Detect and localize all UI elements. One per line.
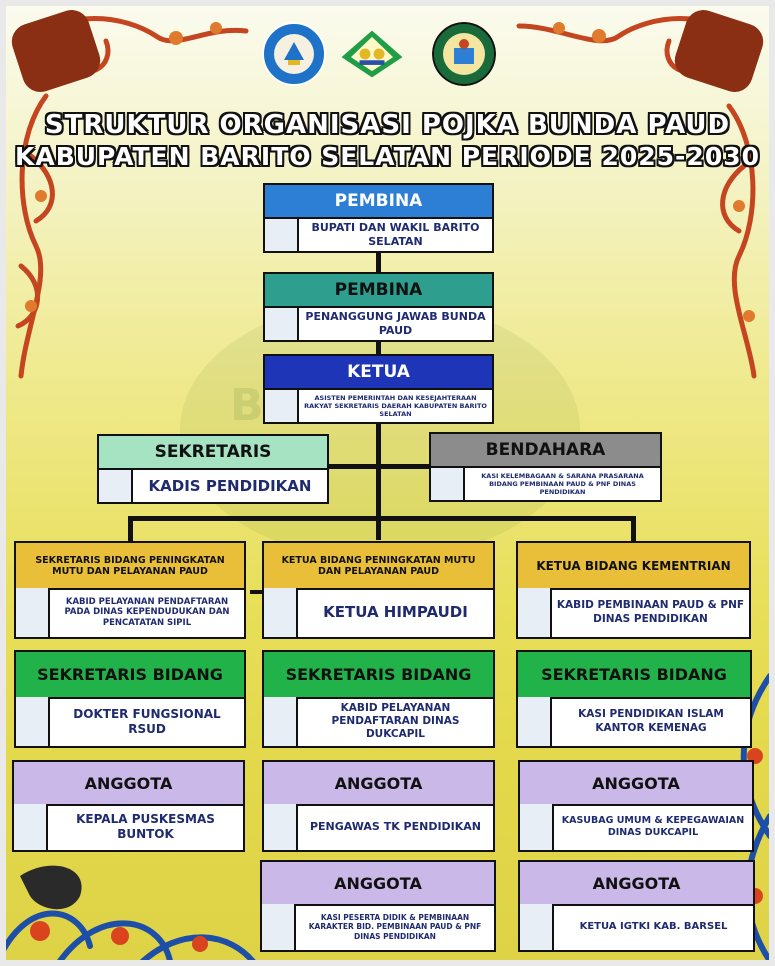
chart-title-line1: STRUKTUR ORGANISASI POJKA BUNDA PAUD bbox=[44, 110, 731, 140]
node-marker bbox=[520, 804, 554, 850]
node-title: SEKRETARIS BIDANG bbox=[16, 652, 244, 699]
node-marker bbox=[16, 697, 50, 746]
node-col3-anggota-2: ANGGOTA KETUA IGTKI KAB. BARSEL bbox=[518, 860, 755, 952]
chart-title-line2: KABUPATEN BARITO SELATAN PERIODE 2025-20… bbox=[14, 142, 760, 171]
node-marker bbox=[520, 904, 554, 950]
node-marker bbox=[518, 588, 552, 637]
node-title: SEKRETARIS bbox=[99, 436, 327, 470]
node-marker bbox=[16, 588, 50, 637]
node-body: PENGAWAS TK PENDIDIKAN bbox=[309, 820, 482, 834]
node-col2-anggota-2: ANGGOTA KASI PESERTA DIDIK & PEMBINAAN K… bbox=[260, 860, 496, 952]
node-body: KABID PELAYANAN PENDAFTARAN PADA DINAS K… bbox=[64, 596, 230, 628]
connector-bidang-bar bbox=[128, 516, 636, 521]
node-body: DOKTER FUNGSIONAL RSUD bbox=[73, 706, 221, 736]
node-col1-sekretaris-bidang-mutu: SEKRETARIS BIDANG PENINGKATAN MUTU DAN P… bbox=[14, 541, 246, 639]
node-marker bbox=[14, 804, 48, 850]
node-title: ANGGOTA bbox=[520, 762, 752, 806]
connector-col3-drop bbox=[631, 516, 636, 542]
node-title: ANGGOTA bbox=[14, 762, 243, 806]
node-marker bbox=[99, 470, 133, 502]
node-pembina-bupati: PEMBINA BUPATI DAN WAKIL BARITO SELATAN bbox=[263, 183, 494, 253]
node-title: SEKRETARIS BIDANG bbox=[518, 652, 750, 699]
node-marker bbox=[262, 904, 296, 950]
node-marker bbox=[264, 697, 298, 746]
node-title: KETUA BIDANG PENINGKATAN MUTU DAN PELAYA… bbox=[264, 543, 493, 590]
node-body: KETUA HIMPAUDI bbox=[323, 603, 468, 622]
node-marker bbox=[431, 468, 465, 500]
node-col3-anggota-1: ANGGOTA KASUBAG UMUM & KEPEGAWAIAN DINAS… bbox=[518, 760, 754, 852]
node-title: KETUA bbox=[265, 356, 492, 390]
node-marker bbox=[518, 697, 552, 746]
node-body: KASUBAG UMUM & KEPEGAWAIAN DINAS DUKCAPI… bbox=[561, 815, 745, 838]
paud-logo bbox=[341, 30, 403, 78]
node-marker bbox=[265, 308, 299, 340]
node-marker bbox=[264, 588, 298, 637]
connector-columns-rail bbox=[250, 590, 262, 594]
node-marker bbox=[264, 804, 298, 850]
tut-wuri-handayani-logo bbox=[262, 22, 326, 86]
connector-col1-drop bbox=[128, 516, 133, 542]
node-col2-ketua-bidang-mutu: KETUA BIDANG PENINGKATAN MUTU DAN PELAYA… bbox=[262, 541, 495, 639]
node-col3-sekretaris-bidang: SEKRETARIS BIDANG KASI PENDIDIKAN ISLAM … bbox=[516, 650, 752, 748]
node-body: KABID PEMBINAAN PAUD & PNF DINAS PENDIDI… bbox=[556, 599, 745, 625]
node-col1-sekretaris-bidang: SEKRETARIS BIDANG DOKTER FUNGSIONAL RSUD bbox=[14, 650, 246, 748]
node-sekretaris: SEKRETARIS KADIS PENDIDIKAN bbox=[97, 434, 329, 504]
node-col2-anggota-1: ANGGOTA PENGAWAS TK PENDIDIKAN bbox=[262, 760, 495, 852]
node-body: KASI PESERTA DIDIK & PEMBINAAN KARAKTER … bbox=[308, 912, 482, 941]
node-col3-ketua-bidang-kementrian: KETUA BIDANG KEMENTRIAN KABID PEMBINAAN … bbox=[516, 541, 751, 639]
node-title: ANGGOTA bbox=[520, 862, 753, 906]
node-marker bbox=[265, 219, 299, 251]
connector-sek-bend bbox=[160, 464, 540, 469]
node-body: BUPATI DAN WAKIL BARITO SELATAN bbox=[311, 221, 480, 248]
node-title: PEMBINA bbox=[265, 274, 492, 308]
top-left-ornament bbox=[11, 10, 249, 379]
pokja-barito-selatan-logo bbox=[432, 22, 496, 86]
node-body: KASI KELEMBAGAAN & SARANA PRASARANA BIDA… bbox=[481, 471, 644, 497]
node-body: KADIS PENDIDIKAN bbox=[148, 476, 312, 495]
node-pembina-penanggung-jawab: PEMBINA PENANGGUNG JAWAB BUNDA PAUD bbox=[263, 272, 494, 342]
bottom-left-ornament bbox=[0, 865, 258, 966]
node-body: PENANGGUNG JAWAB BUNDA PAUD bbox=[305, 310, 486, 337]
node-title: KETUA BIDANG KEMENTRIAN bbox=[518, 543, 749, 590]
node-body: KASI PENDIDIKAN ISLAM KANTOR KEMENAG bbox=[578, 708, 724, 734]
node-bendahara: BENDAHARA KASI KELEMBAGAAN & SARANA PRAS… bbox=[429, 432, 662, 502]
top-right-ornament bbox=[516, 10, 764, 379]
node-body: ASISTEN PEMERINTAH DAN KESEJAHTERAAN RAK… bbox=[304, 393, 487, 419]
node-title: SEKRETARIS BIDANG PENINGKATAN MUTU DAN P… bbox=[16, 543, 244, 590]
node-title: SEKRETARIS BIDANG bbox=[264, 652, 493, 699]
node-body: KABID PELAYANAN PENDAFTARAN DINAS DUKCAP… bbox=[331, 701, 460, 741]
node-ketua: KETUA ASISTEN PEMERINTAH DAN KESEJAHTERA… bbox=[263, 354, 494, 424]
node-col2-sekretaris-bidang: SEKRETARIS BIDANG KABID PELAYANAN PENDAF… bbox=[262, 650, 495, 748]
node-title: ANGGOTA bbox=[264, 762, 493, 806]
node-body: KETUA IGTKI KAB. BARSEL bbox=[579, 920, 728, 932]
node-marker bbox=[265, 390, 299, 422]
node-body: KEPALA PUSKESMAS BUNTOK bbox=[76, 812, 215, 841]
node-title: ANGGOTA bbox=[262, 862, 494, 906]
node-col1-anggota: ANGGOTA KEPALA PUSKESMAS BUNTOK bbox=[12, 760, 245, 852]
node-title: BENDAHARA bbox=[431, 434, 660, 468]
node-title: PEMBINA bbox=[265, 185, 492, 219]
